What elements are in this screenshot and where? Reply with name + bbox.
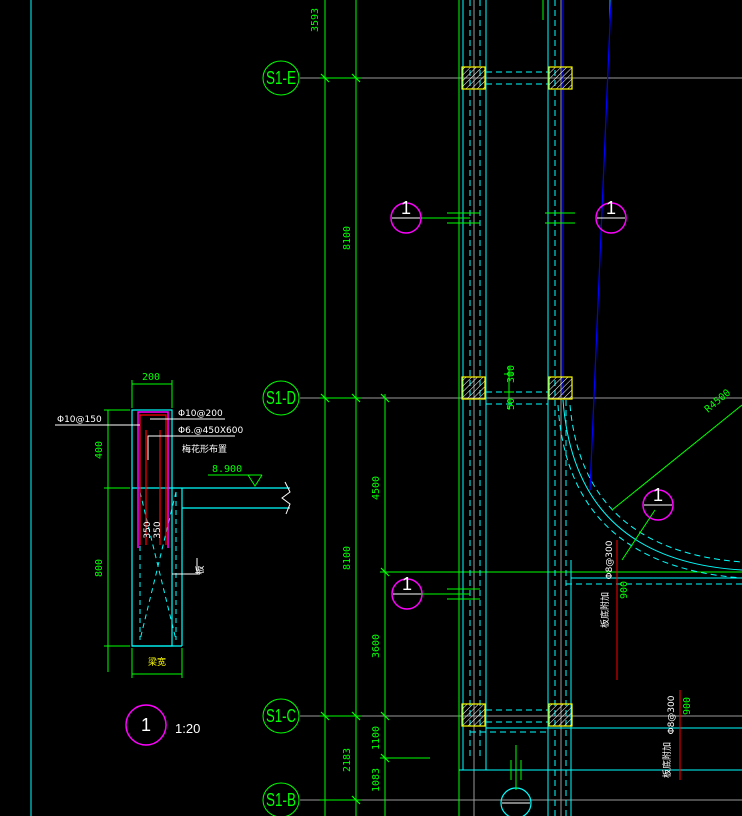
detail-rebar-note: 梅花形布置 xyxy=(182,443,227,455)
detail-bottom-label: 梁宽 xyxy=(148,656,166,668)
dimension-texts: 3593 8100 8100 4500 3600 1100 2183 1083 … xyxy=(310,8,693,792)
svg-text:1: 1 xyxy=(402,574,412,594)
radius-label: R4500 xyxy=(703,388,733,416)
curved-beam xyxy=(557,399,742,579)
column-c-left xyxy=(461,703,486,727)
axis-bubble-e: S1-E xyxy=(262,60,300,96)
detail-tag: 1 1:20 xyxy=(125,704,200,746)
column-e-left xyxy=(461,66,486,90)
detail-elevation: 8.900 xyxy=(212,464,242,475)
dim-c-to-b: 2183 xyxy=(342,748,353,772)
section-markers: 1 1 1 1 xyxy=(390,198,674,816)
axis-bubble-d: S1-D xyxy=(262,380,300,416)
rebar-note-a: Φ8@300 xyxy=(605,540,615,579)
section-cut-lines xyxy=(421,212,575,790)
svg-text:S1-D: S1-D xyxy=(266,388,296,408)
dim-d-to-c: 8100 xyxy=(342,546,353,570)
tick-marks xyxy=(320,73,390,805)
svg-text:S1-B: S1-B xyxy=(266,790,296,810)
column-d-right xyxy=(548,376,573,400)
detail-lower-height: 800 xyxy=(94,559,105,577)
label-note-a: 板底附加 xyxy=(599,592,611,628)
dim-e-to-d: 8100 xyxy=(342,226,353,250)
columns xyxy=(461,66,573,727)
label-note-b: 板底附加 xyxy=(661,742,673,778)
detail-inner-dim-1: 350 xyxy=(143,521,153,538)
col-dim-ticks xyxy=(504,367,514,410)
dimension-lines xyxy=(320,0,742,816)
detail-rebar-left: Φ10@150 xyxy=(57,415,102,425)
dim-d-sub-upper: 4500 xyxy=(371,476,382,500)
rebar-note-b: Φ8@300 xyxy=(667,695,677,734)
svg-text:1: 1 xyxy=(606,198,616,218)
svg-text:1: 1 xyxy=(653,485,663,505)
section-marker-4: 1 xyxy=(391,574,423,610)
plan-note-leaders xyxy=(616,540,681,780)
section-marker-1: 1 xyxy=(390,198,422,234)
svg-text:S1-E: S1-E xyxy=(266,68,296,88)
radius-leader xyxy=(611,404,742,561)
dim-tie-1: 900 xyxy=(619,581,630,599)
detail-scale: 1:20 xyxy=(175,721,200,736)
dim-col-50: 50 xyxy=(506,398,517,410)
svg-text:1: 1 xyxy=(401,198,411,218)
section-marker-5 xyxy=(500,787,532,816)
column-e-right xyxy=(548,66,573,90)
svg-text:S1-C: S1-C xyxy=(266,706,296,726)
svg-text:1: 1 xyxy=(141,715,151,735)
section-marker-2: 1 xyxy=(595,198,627,234)
column-d-left xyxy=(461,376,486,400)
detail-mid-label: 板 xyxy=(194,565,206,574)
detail-inner-dim-2: 350 xyxy=(153,521,163,538)
beam-lines xyxy=(459,0,742,816)
dim-d-sub-lower: 3600 xyxy=(371,634,382,658)
dim-tie-2: 900 xyxy=(682,697,693,715)
axis-bubble-c: S1-C xyxy=(262,698,300,734)
blue-slab-edge xyxy=(562,0,612,491)
detail-upper-height: 400 xyxy=(94,441,105,459)
axis-bubble-b: S1-B xyxy=(262,782,300,816)
dim-c-sub-lower: 1083 xyxy=(371,768,382,792)
detail-rebar-mid: Φ6.@450X600 xyxy=(178,426,243,436)
detail-rebar-top: Φ10@200 xyxy=(178,409,223,419)
detail-section: 200 400 800 xyxy=(55,372,291,678)
dim-top-partial: 3593 xyxy=(310,8,321,32)
column-c-right xyxy=(548,703,573,727)
axis-grid-lines xyxy=(300,0,742,816)
plan-notes: Φ8@300 Φ8@300 板底附加 板底附加 xyxy=(599,540,677,778)
dim-c-sub: 1100 xyxy=(371,726,382,750)
section-marker-3: 1 xyxy=(642,485,674,521)
detail-width-dim: 200 xyxy=(142,372,160,383)
